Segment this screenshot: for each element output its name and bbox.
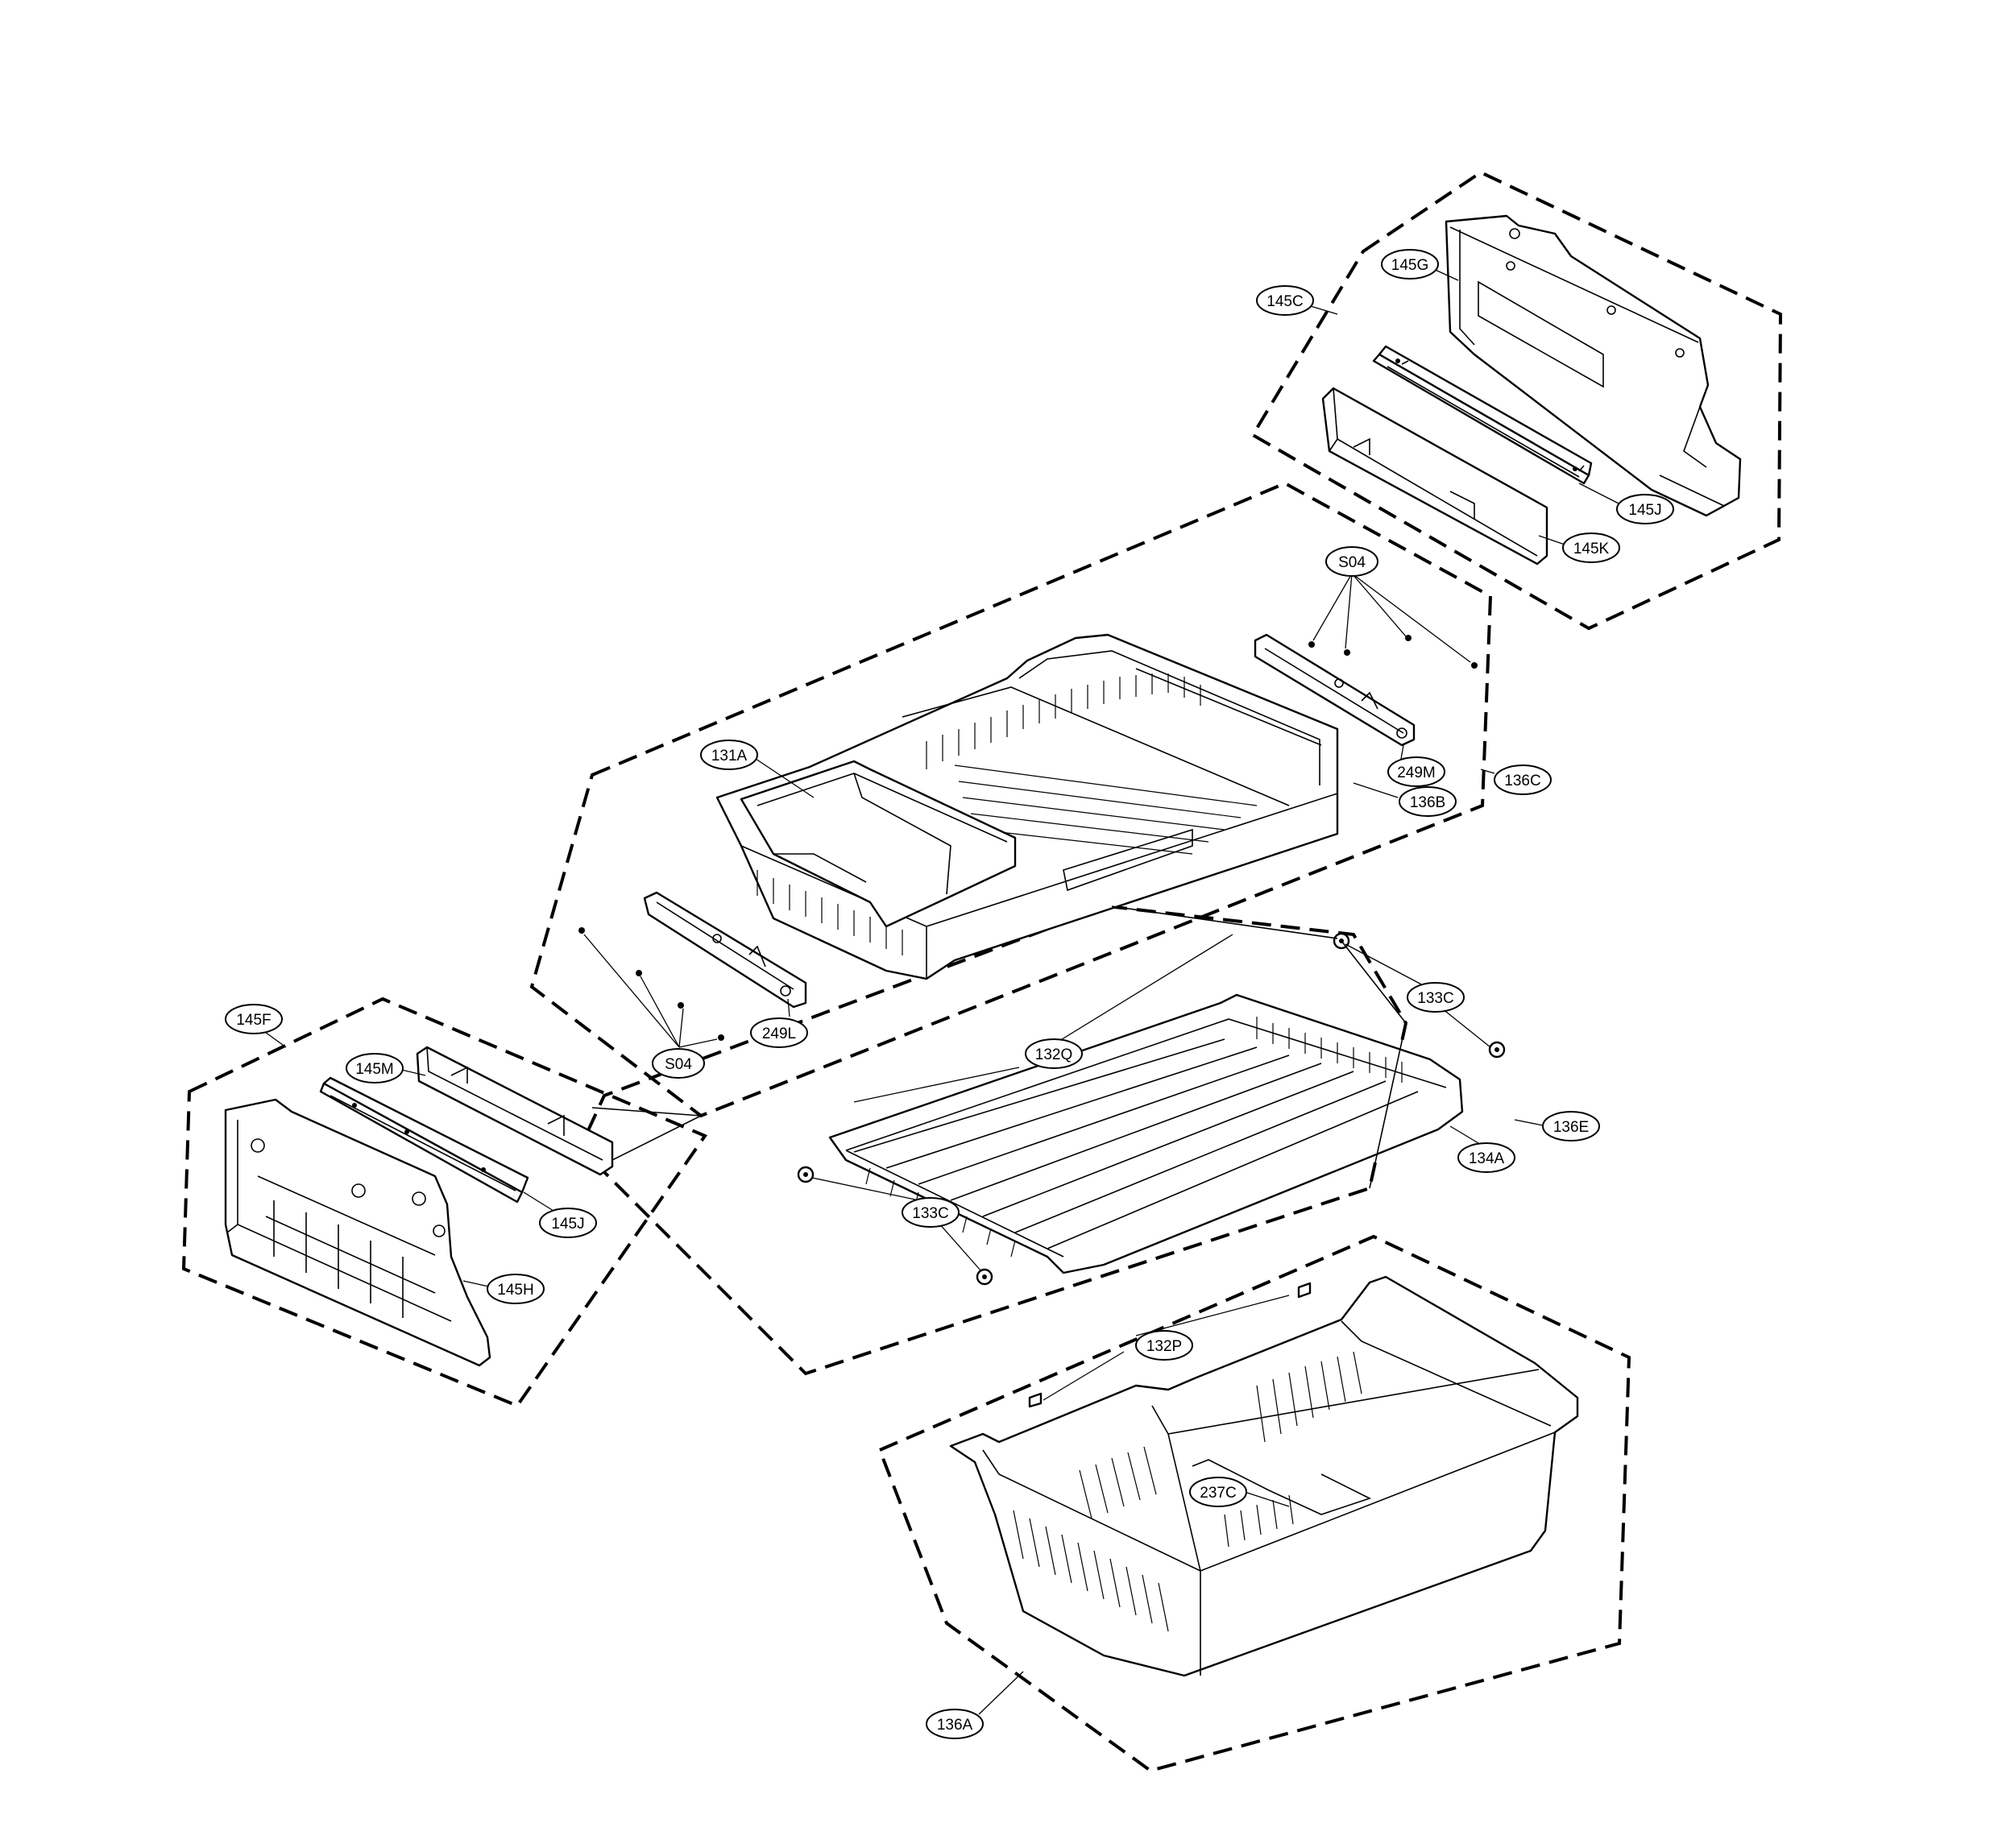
svg-text:136B: 136B xyxy=(1410,794,1445,811)
assembly-145F-outline xyxy=(181,997,708,1408)
svg-text:136A: 136A xyxy=(937,1717,973,1734)
svg-text:145G: 145G xyxy=(1391,257,1428,274)
svg-text:145J: 145J xyxy=(1628,502,1661,519)
assembly-136A-outline xyxy=(877,1234,1631,1773)
svg-text:133C: 133C xyxy=(1417,990,1453,1007)
screws-S04-mid xyxy=(578,927,724,1041)
callout-S04-top: S04 xyxy=(1325,546,1378,577)
bracket-145H xyxy=(224,1098,491,1367)
svg-text:249L: 249L xyxy=(762,1026,796,1042)
cover-145K xyxy=(1321,387,1548,566)
svg-text:145C: 145C xyxy=(1266,293,1303,310)
svg-text:145F: 145F xyxy=(236,1012,271,1029)
svg-text:145K: 145K xyxy=(1573,541,1610,557)
callout-136B: 136B xyxy=(1399,786,1457,817)
svg-text:237C: 237C xyxy=(1200,1485,1236,1502)
callout-145F: 145F xyxy=(225,1004,283,1034)
rail-145J-top xyxy=(1372,345,1593,485)
cover-145M xyxy=(416,1046,614,1176)
callout-136E: 136E xyxy=(1542,1111,1600,1142)
svg-text:145J: 145J xyxy=(551,1216,584,1233)
svg-text:145M: 145M xyxy=(355,1061,394,1078)
svg-text:145H: 145H xyxy=(497,1282,533,1299)
callout-134A: 134A xyxy=(1457,1142,1515,1173)
callout-145H: 145H xyxy=(487,1274,545,1304)
callout-249M: 249M xyxy=(1387,756,1445,787)
callout-145M: 145M xyxy=(346,1053,404,1084)
callout-136C: 136C xyxy=(1494,764,1552,795)
bin-131A xyxy=(740,760,1017,928)
assembly-136E-outline xyxy=(578,904,1408,1376)
callout-133C-right: 133C xyxy=(1407,982,1465,1013)
assembly-145C-outline xyxy=(1250,170,1783,631)
svg-text:131A: 131A xyxy=(711,748,748,764)
svg-text:136C: 136C xyxy=(1504,773,1540,789)
callout-133C-left: 133C xyxy=(902,1197,960,1228)
svg-text:S04: S04 xyxy=(1338,554,1366,571)
svg-text:132Q: 132Q xyxy=(1035,1046,1072,1063)
leader-lines xyxy=(259,267,1624,1715)
bracket-145G xyxy=(1445,214,1742,517)
screws-S04-top xyxy=(1308,635,1478,669)
clip-249M xyxy=(1254,633,1416,747)
tray-134A xyxy=(828,993,1464,1274)
clip-249L xyxy=(643,891,807,1009)
svg-text:132P: 132P xyxy=(1146,1338,1182,1355)
callout-145J-top: 145J xyxy=(1616,494,1674,524)
assembly-136C-outline xyxy=(529,481,1493,1118)
callout-145G: 145G xyxy=(1381,249,1439,280)
callout-136A: 136A xyxy=(926,1709,984,1739)
svg-text:249M: 249M xyxy=(1397,764,1436,781)
rail-145J-left xyxy=(319,1076,529,1204)
callout-145K: 145K xyxy=(1562,532,1620,563)
svg-text:133C: 133C xyxy=(912,1205,948,1222)
callout-237C: 237C xyxy=(1189,1477,1247,1507)
callout-132Q: 132Q xyxy=(1025,1038,1083,1069)
svg-text:136E: 136E xyxy=(1553,1119,1589,1136)
callout-132P: 132P xyxy=(1135,1330,1193,1361)
callout-145J-left: 145J xyxy=(539,1208,597,1238)
callout-145C: 145C xyxy=(1256,285,1314,316)
callout-S04-mid: S04 xyxy=(652,1048,705,1079)
svg-text:S04: S04 xyxy=(665,1056,692,1073)
callout-249L: 249L xyxy=(750,1017,808,1048)
svg-text:134A: 134A xyxy=(1469,1150,1505,1167)
callout-131A: 131A xyxy=(700,740,758,770)
clips-132P xyxy=(1028,1282,1312,1408)
basket-136A xyxy=(949,1275,1579,1677)
